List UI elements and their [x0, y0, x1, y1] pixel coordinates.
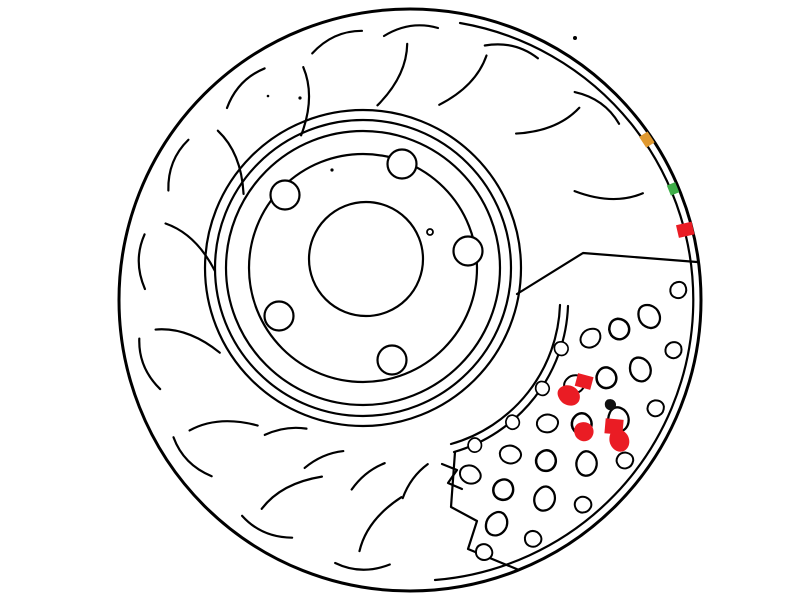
vane — [576, 324, 606, 352]
speck — [266, 94, 270, 98]
hat-lip-ring — [224, 129, 502, 407]
speck — [573, 36, 577, 40]
vane — [633, 299, 665, 333]
vane-chamber-inner-arc — [449, 303, 562, 446]
curved-slot — [358, 492, 403, 556]
thermal-strip-orange — [639, 131, 655, 148]
locating-pin-hole — [426, 228, 434, 236]
curved-slot — [438, 46, 488, 114]
vane — [643, 395, 668, 421]
curved-slot — [260, 457, 323, 528]
vane — [626, 354, 655, 385]
center-bore — [307, 200, 425, 318]
hub-hat — [203, 108, 523, 428]
cooling-vanes — [455, 279, 689, 562]
inner-slot — [303, 437, 345, 482]
bolt-hole — [263, 300, 295, 332]
vane — [529, 482, 561, 516]
vane — [535, 413, 560, 434]
vane — [491, 477, 516, 502]
speck — [298, 96, 302, 100]
highlight-square — [574, 373, 594, 390]
inner-slot — [350, 454, 386, 499]
rim-slot — [308, 27, 366, 55]
curved-slot — [514, 85, 581, 156]
vane — [570, 492, 596, 517]
curved-slot — [370, 42, 415, 107]
rim-slot — [133, 232, 154, 291]
curved-slot — [156, 222, 224, 272]
thermal-strips — [639, 131, 695, 238]
cutaway-notch — [440, 462, 464, 491]
vane — [455, 460, 485, 489]
stray-marks — [266, 36, 577, 172]
bolt-hole — [376, 344, 408, 376]
vane — [612, 448, 638, 473]
rotor-rim — [117, 7, 703, 593]
rotor-rim-inner-edge — [433, 21, 695, 582]
rim-slot — [483, 34, 540, 67]
vane — [572, 448, 601, 479]
curved-slot — [573, 161, 644, 224]
rim-slot — [333, 554, 391, 577]
vane — [521, 527, 545, 550]
rim-slot — [135, 335, 162, 393]
bolt-hole — [452, 235, 484, 267]
thermal-strip-green — [666, 182, 680, 196]
inner-slot — [263, 410, 308, 453]
hat-face-ring — [247, 152, 479, 384]
vane — [590, 362, 622, 394]
inner-slot — [401, 461, 429, 502]
vane — [533, 447, 559, 474]
rim-slot — [382, 24, 440, 38]
curved-slot — [188, 395, 259, 461]
vane — [668, 279, 689, 301]
thermal-strip-red — [676, 221, 695, 238]
vane — [480, 506, 514, 541]
bolt-hole — [386, 148, 418, 180]
friction-face-inner-edge — [203, 108, 523, 428]
vane — [474, 542, 494, 562]
vane — [496, 441, 525, 468]
hat-outer-ring — [213, 118, 513, 418]
highlighted-vanes — [553, 373, 632, 455]
cutaway-upper-edge — [515, 251, 699, 296]
speck — [330, 168, 334, 172]
vane — [662, 338, 685, 362]
rotor-outer-edge — [117, 7, 703, 593]
curved-slot — [154, 316, 221, 366]
bolt-hole — [269, 179, 301, 211]
vane — [603, 313, 635, 345]
